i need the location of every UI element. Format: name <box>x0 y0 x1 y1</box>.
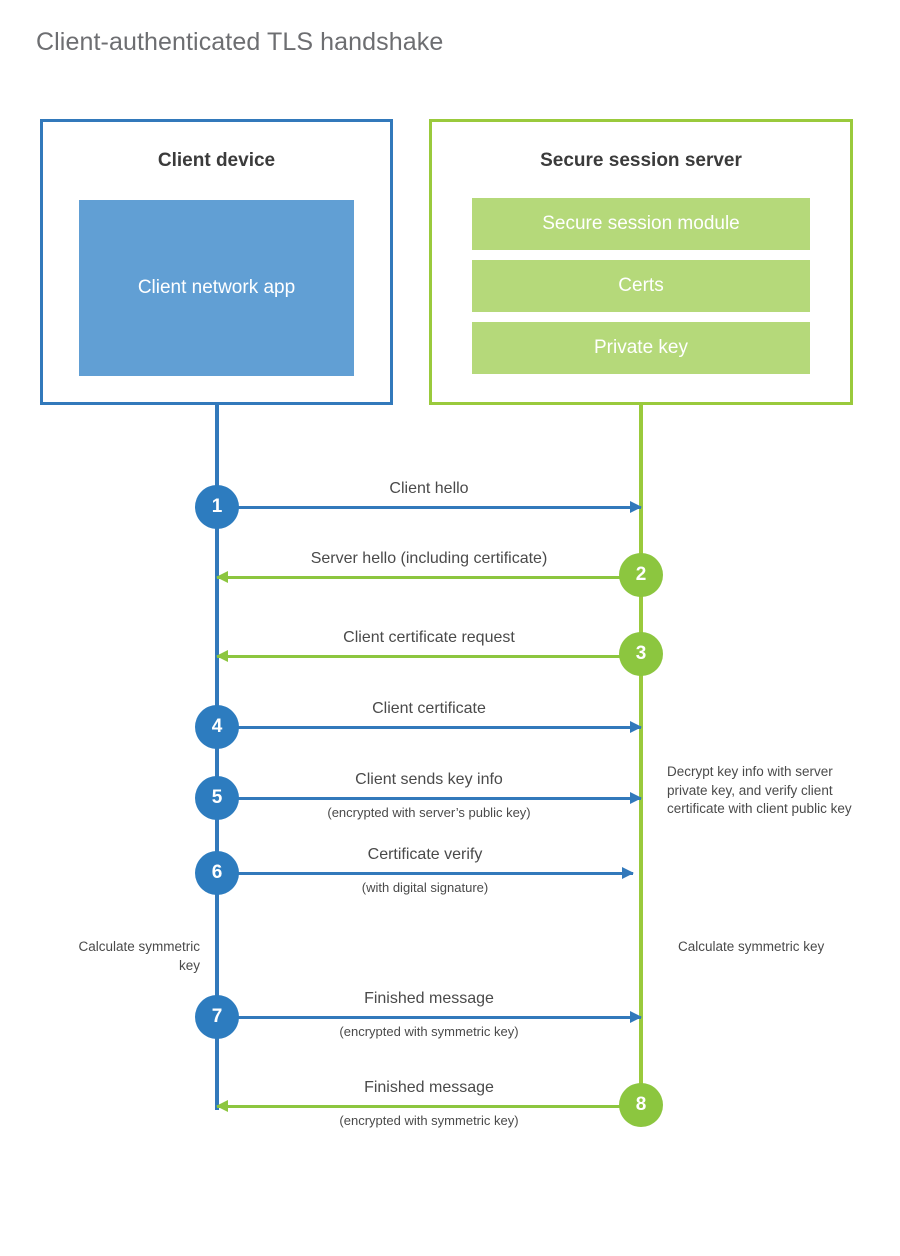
arrow-line <box>217 576 641 579</box>
client-lifeline <box>215 404 219 1110</box>
server-component-secure-session-module: Secure session module <box>472 198 810 250</box>
message-sublabel-8: (encrypted with symmetric key) <box>339 1113 519 1128</box>
step-badge-3: 3 <box>619 632 663 676</box>
message-label-3: Client certificate request <box>343 629 515 646</box>
message-sublabel-7: (encrypted with symmetric key) <box>339 1024 519 1039</box>
note-server-decrypt: Decrypt key info with server private key… <box>667 764 852 817</box>
arrow-line <box>217 506 641 509</box>
step-badge-1: 1 <box>195 485 239 529</box>
secure-session-server-box: Secure session server Secure session mod… <box>429 119 853 405</box>
server-lifeline <box>639 404 643 1106</box>
step-badge-4: 4 <box>195 705 239 749</box>
step-badge-7: 7 <box>195 995 239 1039</box>
message-sublabel-5: (encrypted with server’s public key) <box>327 805 531 820</box>
arrow-head-right-icon <box>630 501 642 513</box>
server-component-certs: Certs <box>472 260 810 312</box>
arrow-head-left-icon <box>216 571 228 583</box>
secure-session-server-title: Secure session server <box>540 150 742 171</box>
message-label-1: Client hello <box>389 480 469 497</box>
step-badge-2: 2 <box>619 553 663 597</box>
message-label-4: Client certificate <box>372 700 486 717</box>
arrow-line <box>217 872 633 875</box>
arrow-head-right-icon <box>630 792 642 804</box>
client-device-title: Client device <box>157 150 276 171</box>
arrow-head-left-icon <box>216 650 228 662</box>
note-client-calculate-symmetric-key: Calculate symmetric key <box>78 939 200 973</box>
message-label-7: Finished message <box>364 990 494 1007</box>
step-badge-8: 8 <box>619 1083 663 1127</box>
note-server-calculate-symmetric-key: Calculate symmetric key <box>678 939 825 954</box>
step-badge-5: 5 <box>195 776 239 820</box>
message-label-6: Certificate verify <box>367 846 483 863</box>
client-network-app-block: Client network app <box>79 200 354 376</box>
arrow-line <box>217 655 641 658</box>
arrow-head-right-icon <box>622 867 634 879</box>
arrow-line <box>217 797 641 800</box>
page-title: Client-authenticated TLS handshake <box>36 28 444 56</box>
server-component-private-key: Private key <box>472 322 810 374</box>
message-sublabel-6: (with digital signature) <box>361 880 489 895</box>
arrow-line <box>217 1105 641 1108</box>
message-label-5: Client sends key info <box>355 771 503 788</box>
step-badge-6: 6 <box>195 851 239 895</box>
message-label-2: Server hello (including certificate) <box>310 550 548 567</box>
arrow-head-right-icon <box>630 721 642 733</box>
message-label-8: Finished message <box>364 1079 494 1096</box>
arrow-head-right-icon <box>630 1011 642 1023</box>
client-device-box: Client device Client network app <box>40 119 393 405</box>
server-component-stack: Secure session module Certs Private key <box>472 198 810 384</box>
arrow-line <box>217 726 641 729</box>
arrow-head-left-icon <box>216 1100 228 1112</box>
arrow-line <box>217 1016 641 1019</box>
